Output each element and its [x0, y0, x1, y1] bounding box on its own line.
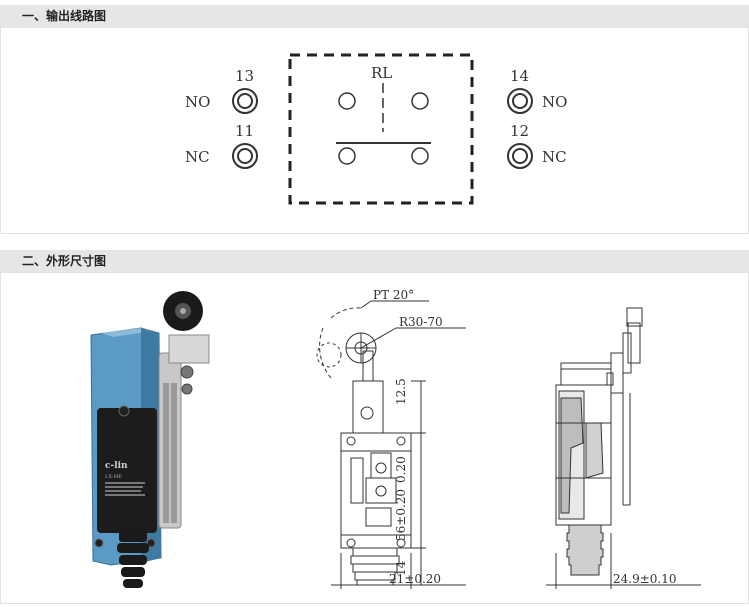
dimension-panel: c-lin LX-ME [0, 272, 749, 604]
front-dimension-drawing: PT 20° R30-70 12.5 0.20 56±0.20 14 21±0.… [316, 288, 466, 589]
terminal-13-icon [232, 88, 258, 114]
brand-logo: c-lin [105, 461, 128, 471]
switch-black-face [97, 408, 157, 533]
relay-dashed-box [288, 53, 474, 205]
dim-bottom-height: 14 [394, 560, 408, 576]
dim-radius: R30-70 [399, 315, 443, 329]
terminal-11-icon [232, 143, 258, 169]
relay-label: RL [371, 64, 393, 82]
terminal-11-number: 11 [235, 122, 255, 140]
cable-gland [117, 528, 149, 588]
dim-body-height-2: 56±0.20 [394, 489, 408, 541]
terminal-11-label: NC [185, 148, 210, 166]
dim-width-front: 21±0.20 [389, 572, 441, 586]
side-section-drawing: 24.9±0.10 [546, 307, 701, 589]
dimension-section-header: 二、外形尺寸图 [0, 250, 749, 272]
dim-body-height-1: 0.20 [394, 456, 408, 483]
terminal-14-icon [507, 88, 533, 114]
terminal-14-number: 14 [510, 67, 530, 85]
terminal-12-number: 12 [510, 122, 530, 140]
terminal-13-number: 13 [235, 67, 255, 85]
wiring-diagram-panel: 13 NO 11 NC 14 NO 12 NC RL [0, 27, 749, 234]
model-text: LX-ME [105, 474, 123, 480]
wiring-section-title: 一、输出线路图 [22, 9, 107, 23]
wiring-section-header: 一、输出线路图 [0, 5, 749, 27]
wiring-diagram [232, 53, 533, 205]
dim-lever-height: 12.5 [394, 378, 408, 405]
terminal-13-label: NO [185, 93, 211, 111]
limit-switch-photo: c-lin LX-ME [90, 291, 210, 588]
terminal-12-label: NC [542, 148, 567, 166]
relay-contacts [336, 83, 431, 165]
terminal-12-icon [507, 143, 533, 169]
dimension-section-title: 二、外形尺寸图 [22, 254, 107, 268]
dim-width-side: 24.9±0.10 [613, 572, 677, 586]
dim-angle: PT 20° [373, 288, 414, 302]
terminal-14-label: NO [542, 93, 568, 111]
